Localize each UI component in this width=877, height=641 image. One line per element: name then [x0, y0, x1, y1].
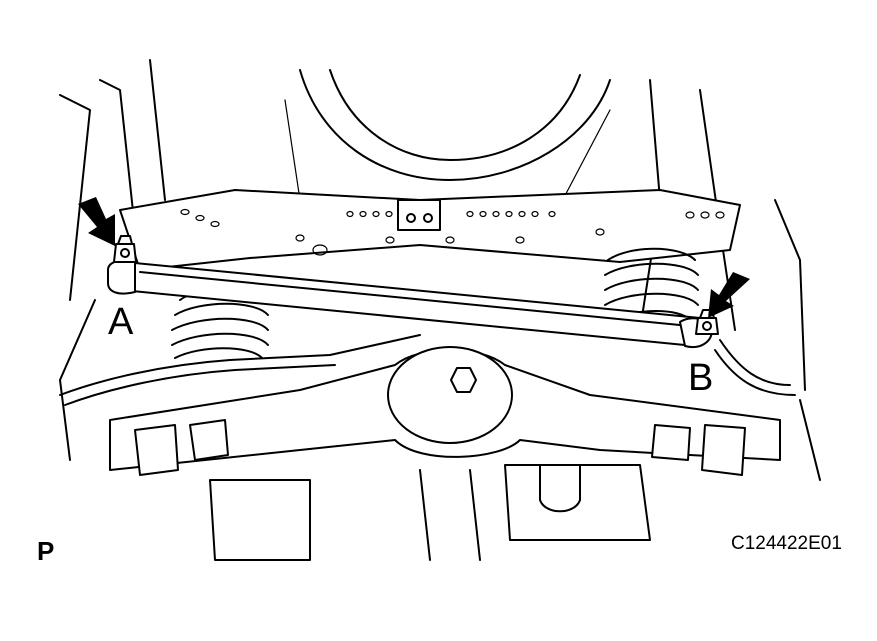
view-letter: P [37, 536, 55, 566]
callout-label-b: B [688, 357, 714, 399]
differential-lower [209, 464, 651, 561]
figure-code: C124422E01 [731, 533, 842, 554]
arrow-icon [708, 272, 750, 318]
rear-axle-housing [109, 346, 781, 471]
axle-brackets [134, 419, 746, 476]
callout-label-a: A [108, 301, 134, 343]
brake-lines [59, 334, 796, 406]
lateral-control-rod [107, 259, 713, 348]
arrow-icon [78, 197, 115, 246]
cross-member [119, 189, 741, 271]
bolt-a [113, 235, 137, 263]
spare-tire [284, 69, 611, 206]
